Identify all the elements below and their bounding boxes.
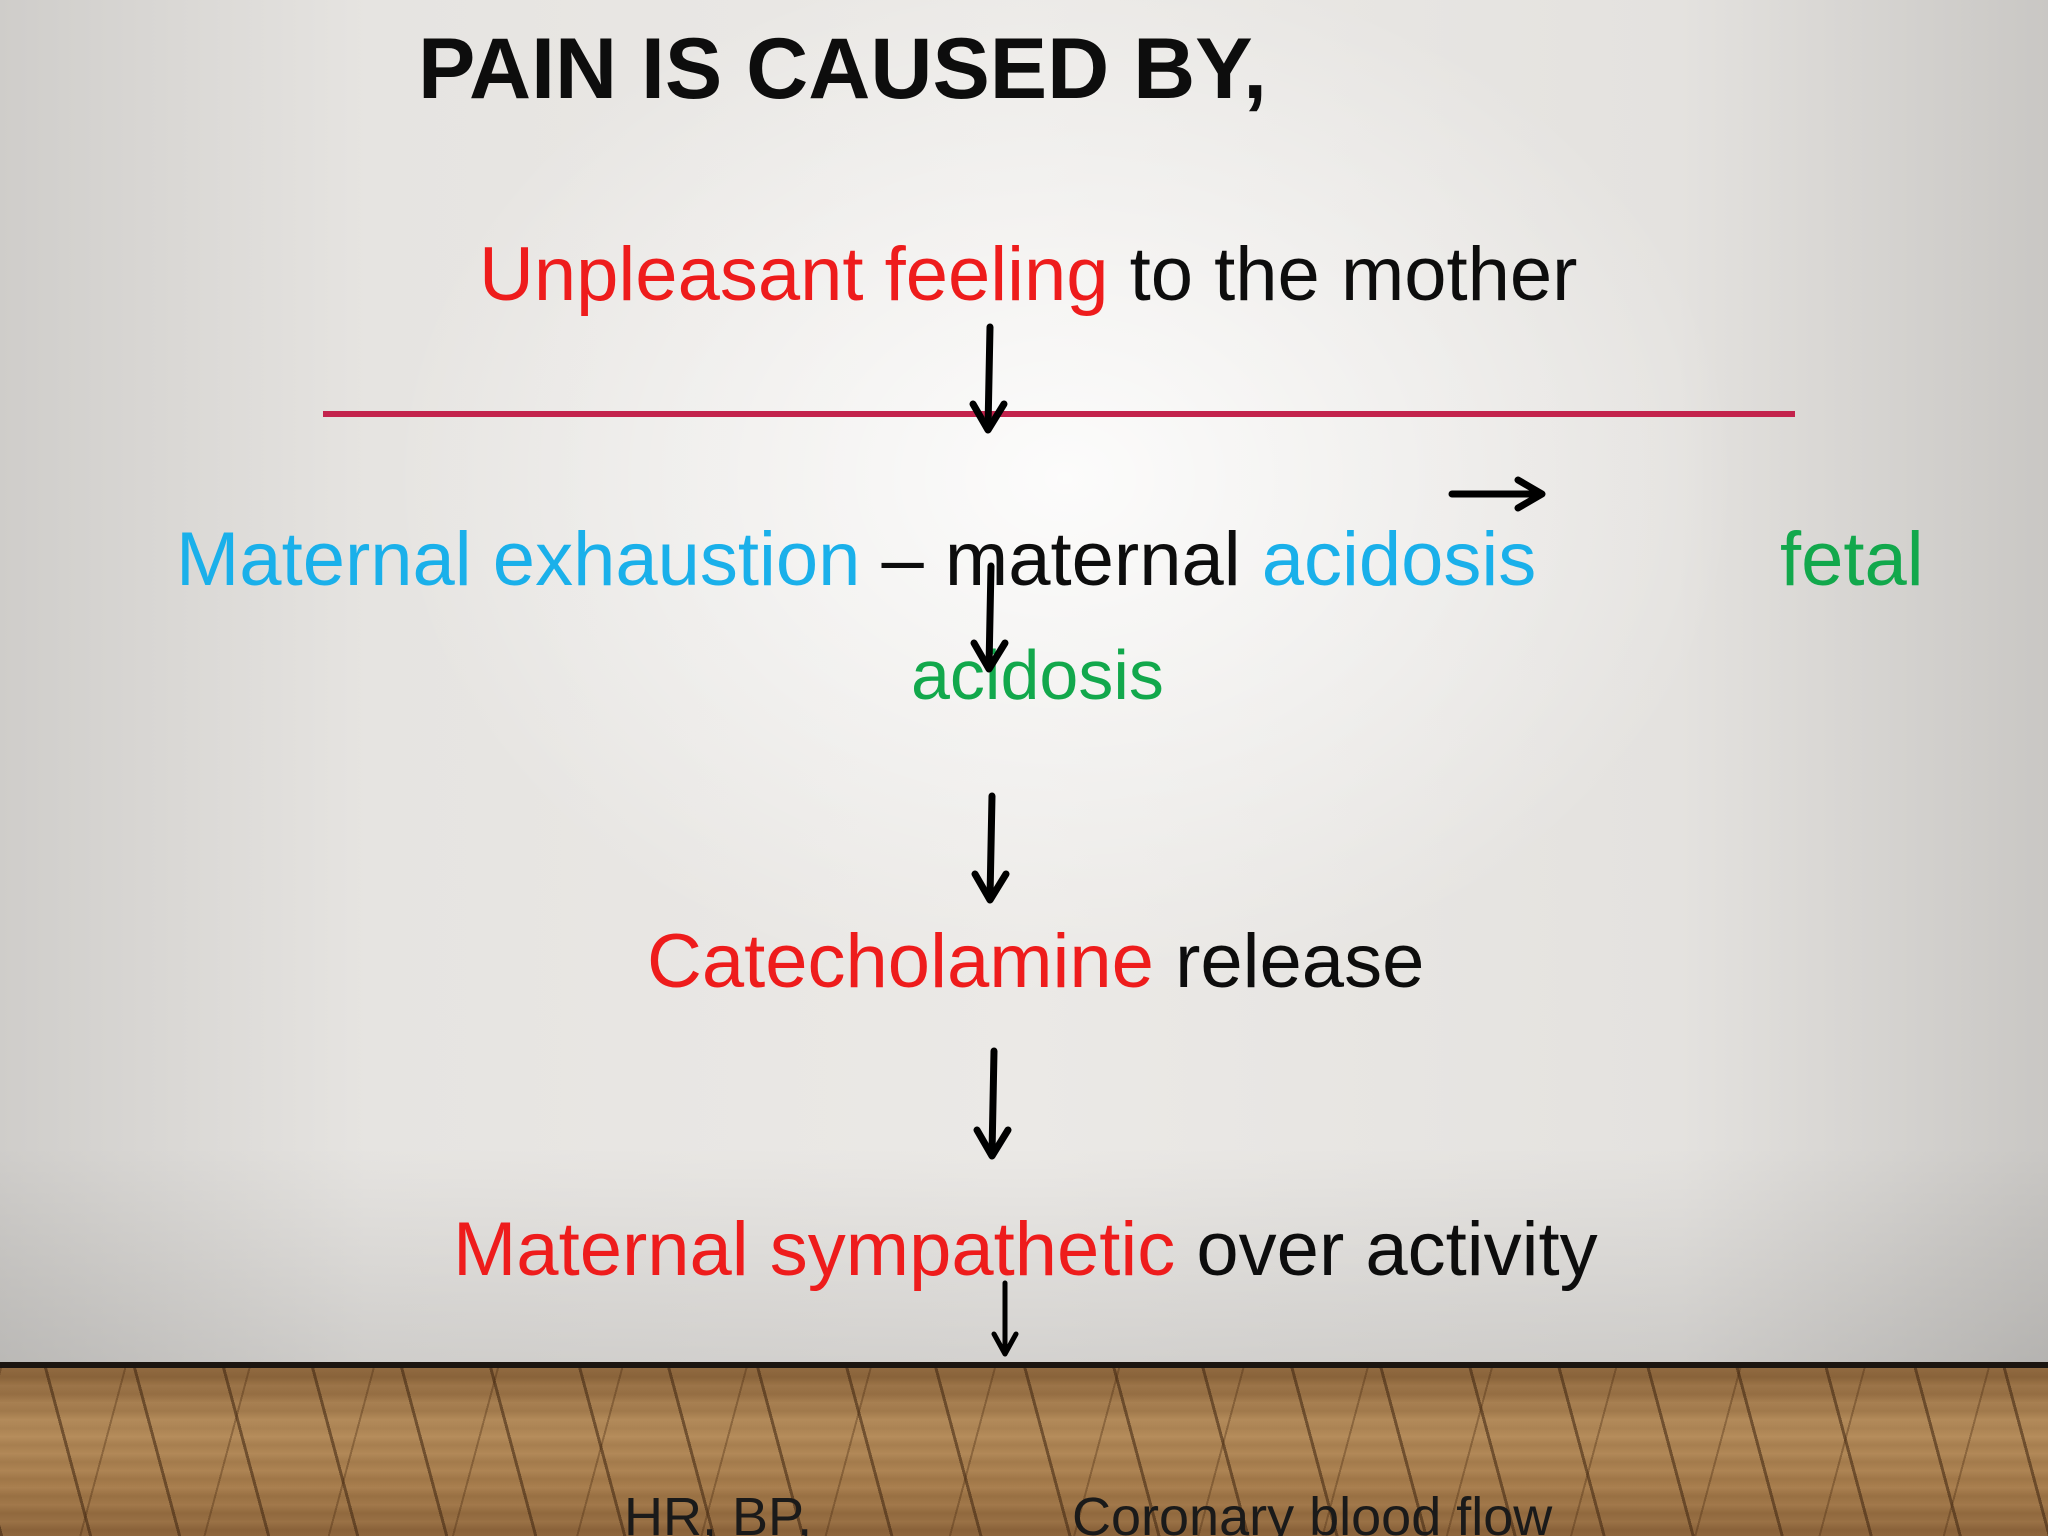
release-text: release	[1153, 919, 1425, 1004]
fetal-text: fetal	[1780, 517, 1924, 602]
maternal-exhaustion-text: Maternal exhaustion	[176, 517, 861, 602]
baseboard	[0, 1362, 2048, 1368]
divider-line	[323, 411, 1795, 417]
wood-floor	[0, 1368, 2048, 1536]
hr-bp-text: HR, BP,	[624, 1487, 813, 1536]
coronary-blood-flow-text: Coronary blood flow	[1072, 1487, 1553, 1536]
slide-title: PAIN IS CAUSED BY,	[418, 21, 1267, 117]
right-arrow-icon	[1448, 476, 1546, 512]
down-arrow-icon	[973, 1047, 1012, 1160]
line-catecholamine-release: Catecholamine release	[647, 924, 1424, 1000]
down-arrow-icon	[971, 792, 1010, 904]
over-activity-text: over activity	[1175, 1207, 1598, 1292]
wall-background	[0, 0, 2048, 1366]
down-arrow-icon	[970, 562, 1009, 673]
maternal-text: – maternal	[860, 517, 1262, 602]
line-maternal-sympathetic: Maternal sympathetic over activity	[453, 1212, 1598, 1288]
line-maternal-exhaustion: Maternal exhaustion – maternal acidosis	[176, 522, 1536, 598]
to-the-mother-text: to the mother	[1108, 232, 1578, 317]
acidosis-text: acidosis	[1261, 517, 1537, 602]
maternal-sympathetic-text: Maternal sympathetic	[453, 1207, 1176, 1292]
down-arrow-icon	[969, 323, 1008, 434]
line-unpleasant-feeling: Unpleasant feeling to the mother	[479, 237, 1577, 313]
fetal-acidosis-text: acidosis	[911, 636, 1164, 714]
down-arrow-icon	[991, 1280, 1019, 1357]
catecholamine-text: Catecholamine	[647, 919, 1154, 1004]
unpleasant-feeling-text: Unpleasant feeling	[479, 232, 1109, 317]
